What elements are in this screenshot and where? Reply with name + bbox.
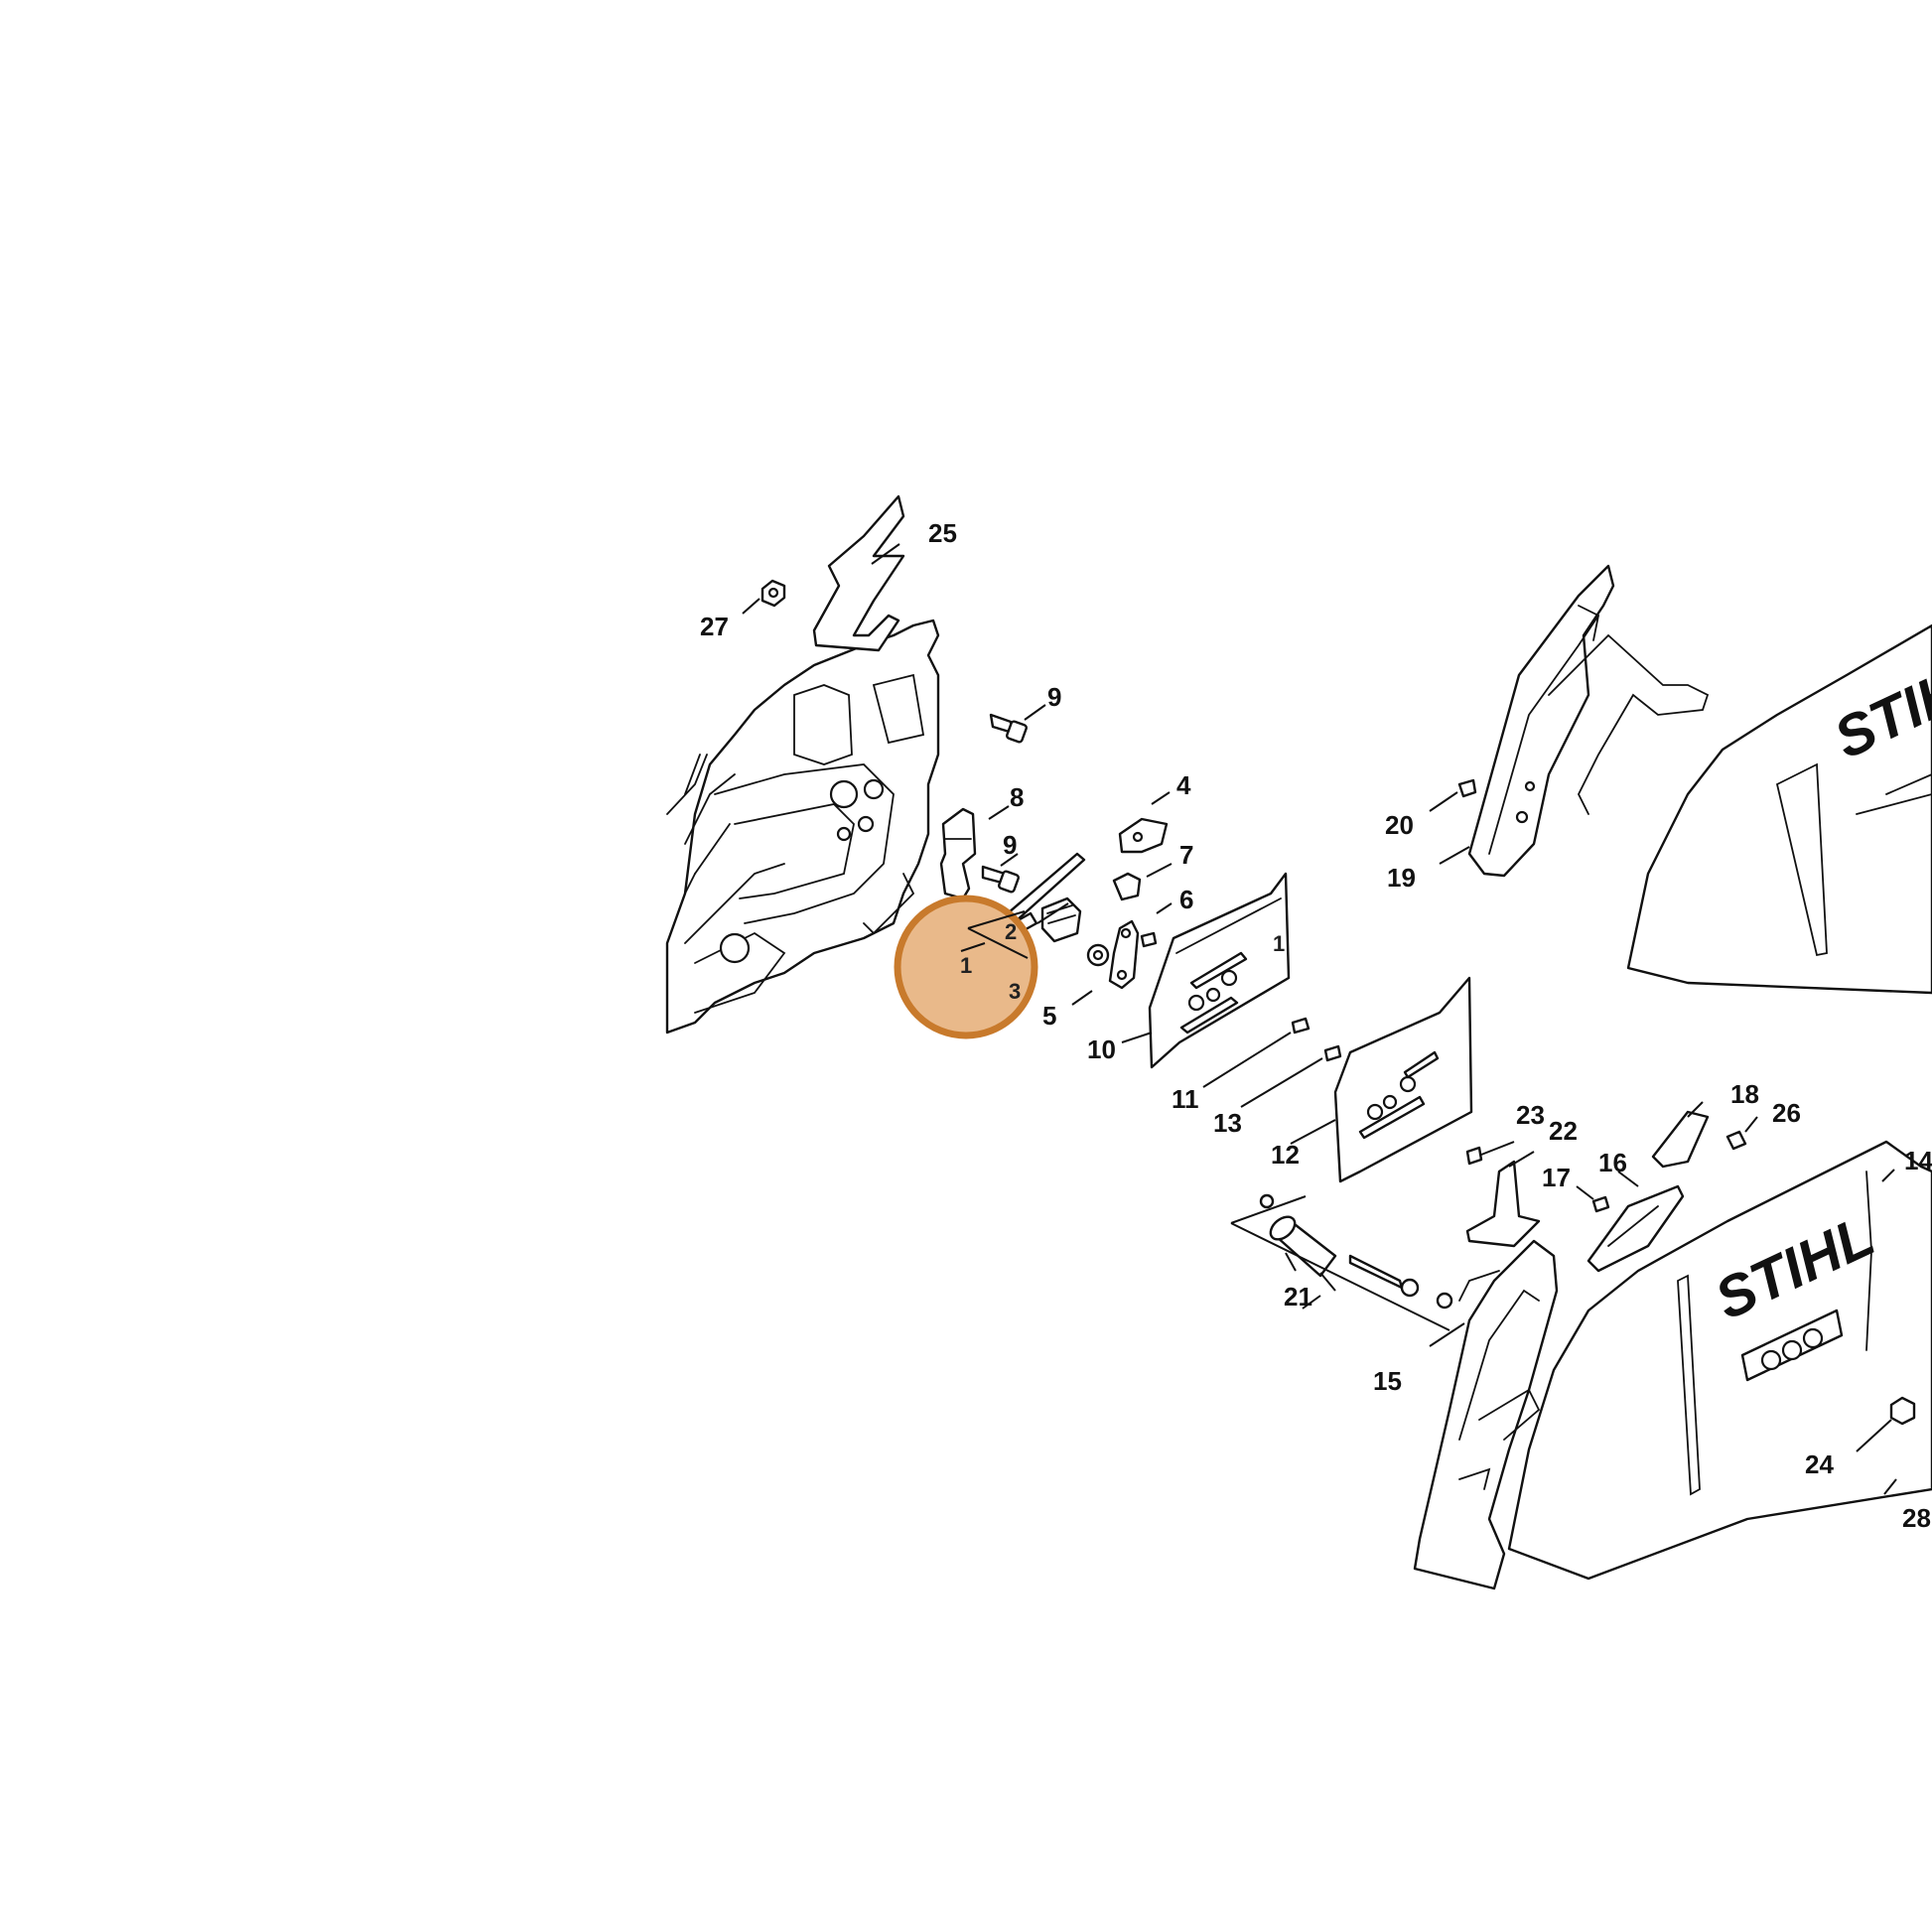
callout-label: 9 bbox=[1003, 830, 1017, 860]
spacer-sleeve-part bbox=[1259, 1193, 1453, 1310]
small-screw-part bbox=[1140, 931, 1158, 948]
callout-label: 24 bbox=[1805, 1449, 1834, 1479]
callout-label: 11 bbox=[1172, 1084, 1199, 1114]
clip-part bbox=[1112, 872, 1142, 901]
callout-label: 14 bbox=[1904, 1146, 1932, 1175]
callout-label: 27 bbox=[700, 612, 729, 641]
callout-label: 8 bbox=[1010, 782, 1024, 812]
callout-label: 17 bbox=[1542, 1163, 1571, 1192]
leader-lines bbox=[742, 543, 1897, 1495]
callout-label: 22 bbox=[1549, 1116, 1578, 1146]
screw-part-26 bbox=[1725, 1130, 1747, 1151]
screw-part-13 bbox=[1323, 1044, 1342, 1062]
tensioner-plate-part bbox=[1108, 919, 1140, 990]
callout-label: 18 bbox=[1730, 1079, 1759, 1109]
sprocket-cover-part: STIHL bbox=[1507, 1140, 1932, 1581]
bracket-part-22 bbox=[1465, 1160, 1541, 1248]
callout-label: 21 bbox=[1284, 1282, 1312, 1311]
upper-sprocket-cover-part: STIHL bbox=[1626, 623, 1932, 995]
highlight-marker: 1 2 3 bbox=[894, 895, 1038, 1039]
callout-label: 5 bbox=[1042, 1001, 1056, 1031]
washer-part bbox=[1086, 943, 1110, 967]
lower-deflector-part bbox=[1413, 1239, 1559, 1590]
tensioner-rod-part bbox=[1006, 852, 1086, 943]
crankcase-part bbox=[665, 619, 940, 1035]
callout-label: 20 bbox=[1385, 810, 1414, 840]
bar-mark-label: 1 bbox=[1273, 931, 1285, 956]
screw-part-20 bbox=[1457, 778, 1477, 798]
callout-label: 12 bbox=[1271, 1140, 1300, 1170]
callout-label: 9 bbox=[1047, 682, 1061, 712]
chain-catcher-plate-part bbox=[812, 494, 905, 652]
callout-label: 6 bbox=[1179, 885, 1193, 914]
callout-label: 7 bbox=[1179, 840, 1193, 870]
callout-label: 4 bbox=[1176, 770, 1191, 800]
callout-label: 19 bbox=[1387, 863, 1416, 893]
screw-part-upper bbox=[989, 713, 1028, 744]
callout-label: 26 bbox=[1772, 1098, 1801, 1128]
callout-labels: 25 27 9 8 9 4 7 6 5 10 11 13 12 20 19 18… bbox=[700, 518, 1932, 1533]
cap-part bbox=[1651, 1110, 1710, 1169]
callout-label: 25 bbox=[928, 518, 957, 548]
highlight-label-1: 1 bbox=[960, 953, 972, 978]
oil-pump-cover-part bbox=[939, 807, 977, 900]
screw-part-11 bbox=[1291, 1017, 1311, 1035]
callout-label: 10 bbox=[1087, 1035, 1116, 1064]
upper-deflector-part bbox=[1467, 564, 1710, 878]
highlight-label-3: 3 bbox=[1009, 979, 1021, 1004]
screw-part-17 bbox=[1591, 1195, 1610, 1213]
callout-label: 15 bbox=[1373, 1366, 1402, 1396]
screw-part-lower bbox=[981, 865, 1020, 894]
callout-label: 13 bbox=[1213, 1108, 1242, 1138]
bracket-part bbox=[1118, 817, 1169, 854]
callout-label: 16 bbox=[1598, 1148, 1627, 1177]
highlight-label-2: 2 bbox=[1005, 919, 1017, 944]
callout-label: 28 bbox=[1902, 1503, 1931, 1533]
nut-part bbox=[760, 579, 786, 608]
nut-part-24 bbox=[1889, 1396, 1916, 1426]
screw-part-23 bbox=[1465, 1146, 1483, 1166]
inner-guide-plate-part bbox=[1148, 872, 1291, 1069]
outer-guide-plate-part bbox=[1333, 976, 1473, 1183]
callout-label: 23 bbox=[1516, 1100, 1545, 1130]
tensioner-cover-part bbox=[1587, 1184, 1685, 1273]
